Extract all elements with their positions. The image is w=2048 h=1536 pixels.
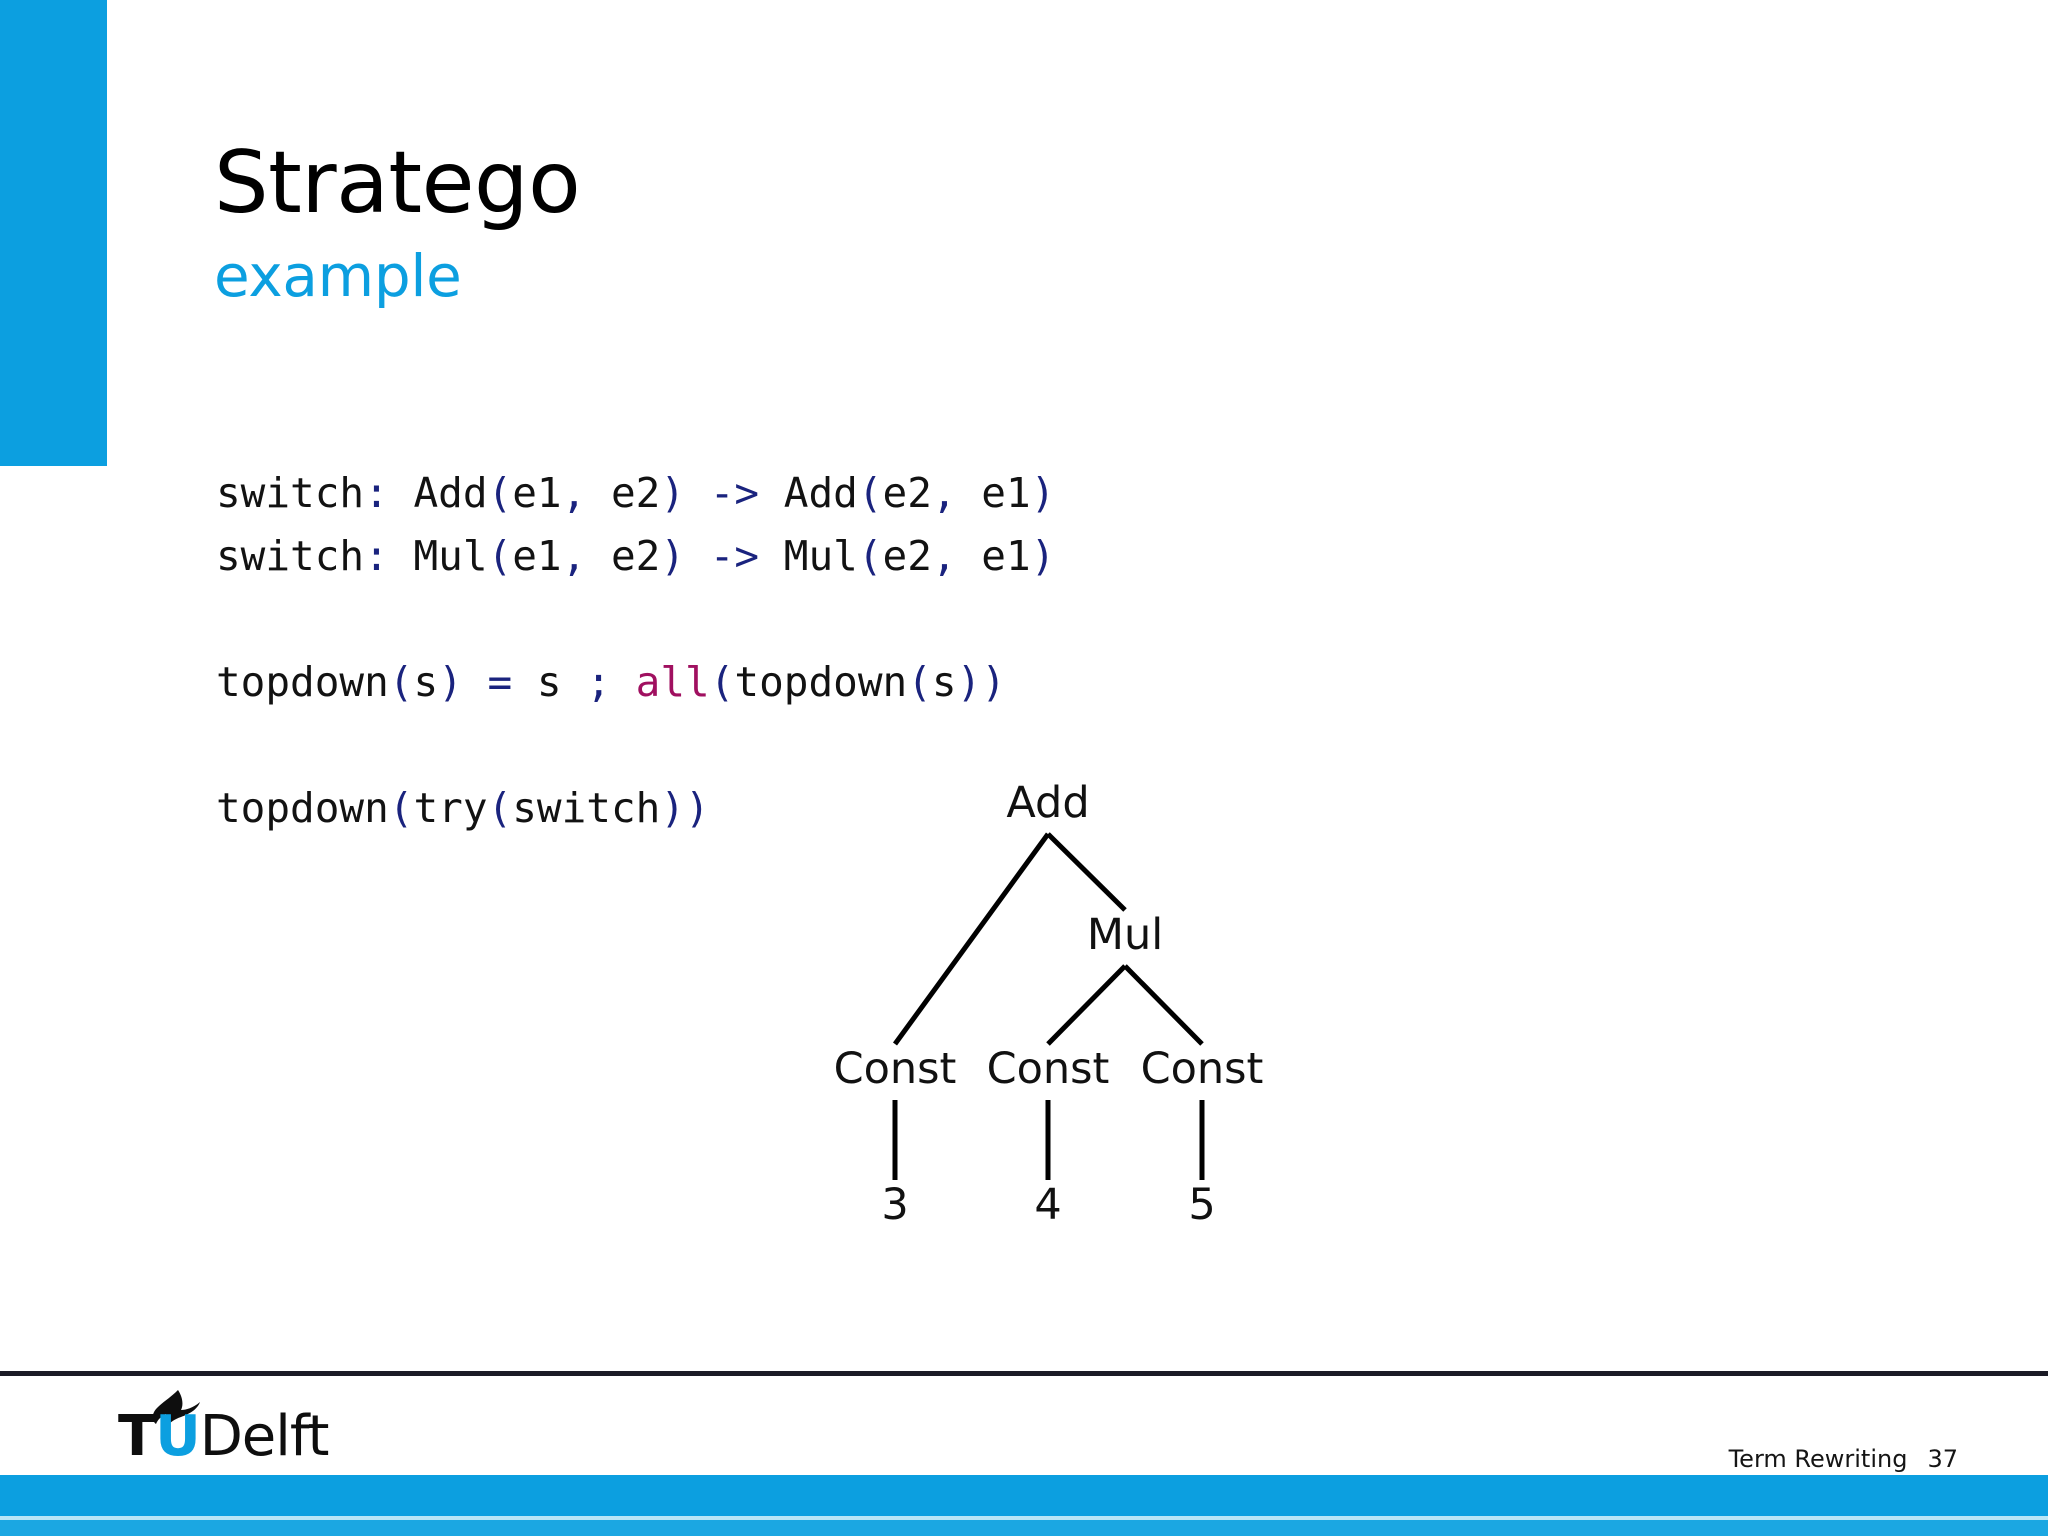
- tu-delft-logo: TUDelft: [118, 1390, 378, 1475]
- code-token: )): [660, 784, 710, 832]
- code-token: Add: [413, 469, 488, 517]
- code-line-topdown-try-switch: topdown(try(switch)): [216, 777, 1055, 840]
- code-line-blank-2: [216, 714, 1055, 777]
- code-token: ,: [561, 469, 611, 517]
- tree-node-const3: Const: [1140, 1044, 1264, 1094]
- code-token: ->: [709, 469, 760, 517]
- code-token: ): [660, 532, 686, 580]
- code-token: )): [956, 658, 1006, 706]
- tree-node-const2: Const: [986, 1044, 1110, 1094]
- code-token: [685, 469, 710, 517]
- code-block: switch: Add(e1, e2) -> Add(e2, e1)switch…: [216, 462, 1055, 840]
- code-token: e1: [512, 469, 562, 517]
- code-token: (: [487, 784, 513, 832]
- code-token: ;: [586, 658, 611, 706]
- code-token: ,: [931, 469, 982, 517]
- flame-icon: [152, 1390, 200, 1427]
- tree-node-val4: 4: [1034, 1180, 1062, 1230]
- page-title: Stratego: [214, 133, 581, 233]
- code-token: try: [413, 784, 488, 832]
- footer-bar-bottom: [0, 1520, 2048, 1536]
- code-token: e1: [981, 532, 1031, 580]
- logo-letter-u: U: [155, 1404, 200, 1469]
- code-token: (: [487, 532, 513, 580]
- tree-node-add: Add: [1006, 778, 1090, 828]
- title-block: Stratego example: [214, 133, 581, 310]
- code-token: Add: [783, 469, 858, 517]
- code-line-blank-1: [216, 588, 1055, 651]
- logo-word-delft: Delft: [199, 1404, 330, 1469]
- code-token: [759, 469, 784, 517]
- footer-divider: [0, 1371, 2048, 1376]
- code-token: s: [413, 658, 439, 706]
- code-token: e2: [610, 532, 661, 580]
- code-token: (: [857, 532, 883, 580]
- code-token: ,: [931, 532, 982, 580]
- code-token: topdown: [734, 658, 908, 706]
- tree-node-val5: 5: [1188, 1180, 1216, 1230]
- code-token: ): [438, 658, 463, 706]
- accent-bar: [0, 0, 107, 466]
- code-token: e1: [981, 469, 1031, 517]
- code-line-topdown-definition: topdown(s) = s ; all(topdown(s)): [216, 651, 1055, 714]
- code-token: ): [660, 469, 686, 517]
- footer-bar-main: [0, 1475, 2048, 1516]
- code-token: e2: [882, 469, 932, 517]
- code-token: Mul: [413, 532, 488, 580]
- footer-area: [0, 1376, 2048, 1475]
- logo-letter-t: T: [118, 1404, 156, 1469]
- code-token: (: [487, 469, 513, 517]
- code-token: (: [388, 658, 414, 706]
- code-token: (: [388, 784, 414, 832]
- code-token: switch: [512, 784, 661, 832]
- page-subtitle: example: [214, 241, 462, 310]
- tree-node-const1: Const: [833, 1044, 957, 1094]
- code-token: e1: [512, 532, 562, 580]
- code-token: [685, 532, 710, 580]
- code-token: =: [487, 658, 513, 706]
- code-token: Mul: [783, 532, 858, 580]
- tree-edge-add-mul: [1046, 832, 1127, 912]
- page-number: 37: [1927, 1445, 1958, 1473]
- code-token: :: [364, 532, 414, 580]
- footer-bar-gap: [0, 1516, 2048, 1520]
- tree-edges-svg: [892, 832, 1205, 1180]
- footer-meta: Term Rewriting 37: [1729, 1445, 1958, 1473]
- tree-node-val3: 3: [881, 1180, 909, 1230]
- code-line-switch-add-rule: switch: Add(e1, e2) -> Add(e2, e1): [216, 462, 1055, 525]
- logo-wordmark: TUDelft: [118, 1409, 330, 1465]
- code-token: ): [1030, 532, 1056, 580]
- code-token: [759, 532, 784, 580]
- code-token: e2: [610, 469, 661, 517]
- deck-name: Term Rewriting: [1728, 1445, 1908, 1473]
- code-token: (: [709, 658, 735, 706]
- code-token: :: [364, 469, 414, 517]
- code-token: ,: [561, 532, 611, 580]
- code-token: (: [907, 658, 932, 706]
- tree-edge-mul-const2: [1046, 964, 1127, 1046]
- code-token: [463, 658, 488, 706]
- tree-node-mul: Mul: [1086, 910, 1164, 960]
- tree-edge-add-const1: [892, 832, 1051, 1046]
- code-token: [611, 658, 636, 706]
- code-token: e2: [882, 532, 932, 580]
- code-token: s: [931, 658, 957, 706]
- code-token: switch: [216, 532, 365, 580]
- tree-edge-mul-const3: [1123, 964, 1204, 1046]
- code-token: ->: [709, 532, 760, 580]
- code-token: topdown: [216, 784, 389, 832]
- code-line-switch-mul-rule: switch: Mul(e1, e2) -> Mul(e2, e1): [216, 525, 1055, 588]
- code-token: (: [857, 469, 883, 517]
- code-token: topdown: [216, 658, 389, 706]
- code-token: all: [635, 658, 710, 706]
- code-token: ): [1030, 469, 1056, 517]
- code-token: s: [512, 658, 587, 706]
- code-token: switch: [216, 469, 365, 517]
